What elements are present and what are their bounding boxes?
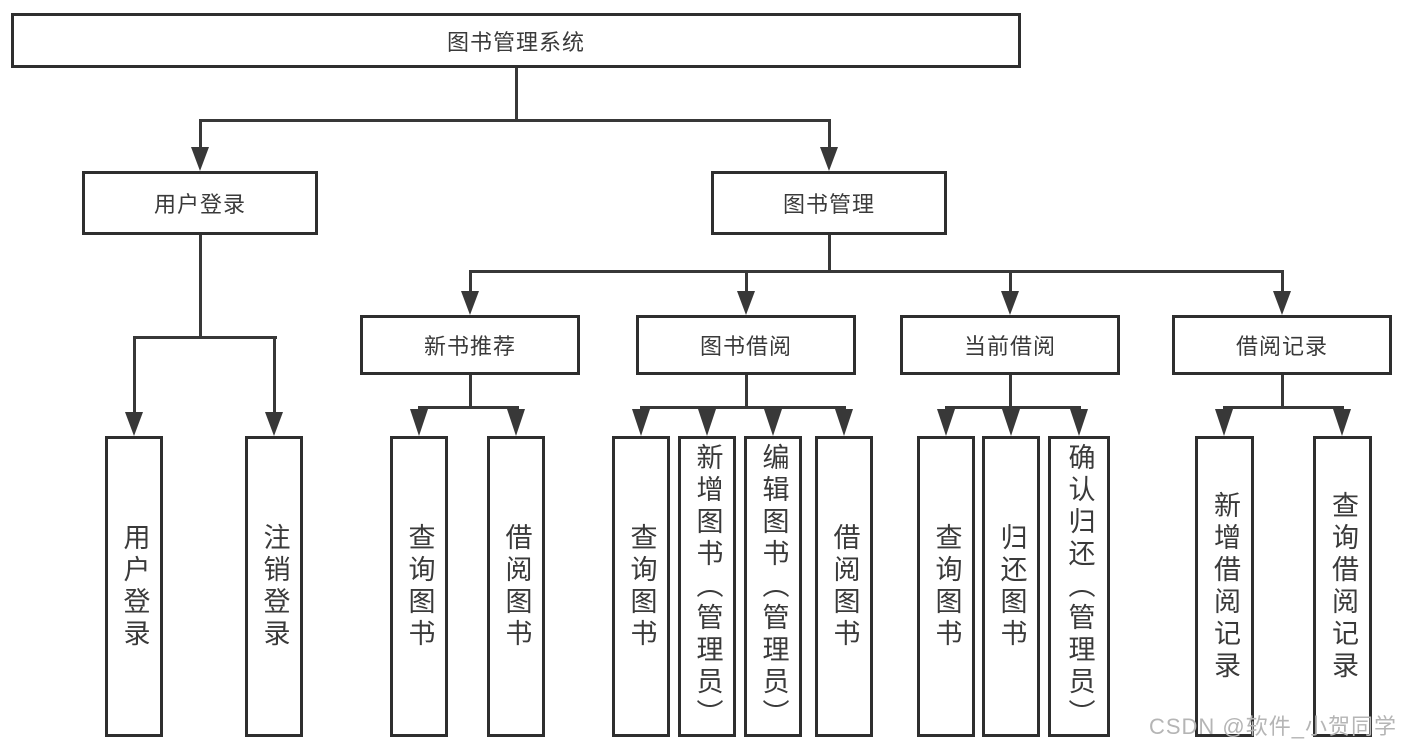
leaf-label: 新增借阅记录 (1210, 490, 1240, 683)
leaf-label: 归还图书 (996, 522, 1027, 651)
arrowhead-icon (125, 412, 143, 436)
leaf-search-books-borrowing: 查询图书 (612, 436, 670, 737)
connector-line (1223, 406, 1344, 409)
connector-line (199, 235, 202, 339)
leaf-logout: 注销登录 (245, 436, 303, 737)
leaf-label: 用户登录 (119, 522, 150, 651)
node-label: 当前借阅 (963, 334, 1056, 359)
leaf-search-books-recommend: 查询图书 (390, 436, 448, 737)
leaf-label: 借阅图书 (501, 522, 532, 651)
connector-line (199, 119, 831, 122)
node-library-management-system: 图书管理系统 (11, 13, 1021, 68)
node-book-borrowing: 图书借阅 (636, 315, 856, 375)
leaf-add-book-admin: 新增图书（管理员） (678, 436, 736, 737)
connector-line (418, 406, 519, 409)
leaf-label: 注销登录 (259, 522, 290, 651)
connector-line (1281, 270, 1284, 294)
leaf-confirm-return-admin: 确认归还（管理员） (1048, 436, 1110, 737)
node-label: 新书推荐 (423, 334, 516, 359)
leaf-label: 查询图书 (404, 522, 435, 651)
watermark: CSDN @软件_小贺同学 (1148, 714, 1397, 739)
node-label: 图书借阅 (699, 334, 792, 359)
leaf-borrow-books-recommend: 借阅图书 (487, 436, 545, 737)
leaf-edit-book-admin: 编辑图书（管理员） (744, 436, 802, 737)
connector-line (745, 270, 748, 294)
leaf-return-books: 归还图书 (982, 436, 1040, 737)
arrowhead-icon (461, 291, 479, 315)
connector-line (469, 270, 1284, 273)
arrowhead-icon (764, 409, 782, 436)
leaf-user-login: 用户登录 (105, 436, 163, 737)
connector-line (828, 235, 831, 273)
leaf-label: 查询借阅记录 (1328, 490, 1358, 683)
arrowhead-icon (410, 409, 428, 436)
node-user-login: 用户登录 (82, 171, 318, 235)
arrowhead-icon (1002, 409, 1020, 436)
arrowhead-icon (265, 412, 283, 436)
connector-line (945, 406, 1081, 409)
connector-line (273, 336, 276, 415)
leaf-label: 编辑图书（管理员） (758, 442, 789, 731)
arrowhead-icon (835, 409, 853, 436)
node-book-management: 图书管理 (711, 171, 947, 235)
arrowhead-icon (698, 409, 716, 436)
arrowhead-icon (191, 147, 209, 171)
node-current-borrowing: 当前借阅 (900, 315, 1120, 375)
leaf-add-borrow-record: 新增借阅记录 (1195, 436, 1254, 737)
leaf-borrow-books-borrowing: 借阅图书 (815, 436, 873, 737)
leaf-search-books-current: 查询图书 (917, 436, 975, 737)
leaf-label: 新增图书（管理员） (692, 442, 723, 731)
connector-line (133, 336, 136, 415)
connector-line (1009, 375, 1012, 408)
node-borrowing-records: 借阅记录 (1172, 315, 1392, 375)
arrowhead-icon (1001, 291, 1019, 315)
connector-line (469, 270, 472, 294)
arrowhead-icon (820, 147, 838, 171)
connector-line (640, 406, 846, 409)
arrowhead-icon (1215, 409, 1233, 436)
connector-line (1281, 375, 1284, 408)
connector-line (515, 68, 518, 121)
node-new-book-recommendation: 新书推荐 (360, 315, 580, 375)
node-label: 用户登录 (153, 192, 246, 217)
connector-line (469, 375, 472, 408)
node-label: 图书管理 (782, 192, 875, 217)
node-label: 借阅记录 (1235, 334, 1328, 359)
connector-line (199, 119, 202, 150)
arrowhead-icon (1070, 409, 1088, 436)
arrowhead-icon (737, 291, 755, 315)
arrowhead-icon (632, 409, 650, 436)
leaf-search-borrow-record: 查询借阅记录 (1313, 436, 1372, 737)
connector-line (133, 336, 277, 339)
leaf-label: 借阅图书 (829, 522, 860, 651)
leaf-label: 查询图书 (626, 522, 657, 651)
arrowhead-icon (937, 409, 955, 436)
arrowhead-icon (1273, 291, 1291, 315)
connector-line (1009, 270, 1012, 294)
leaf-label: 确认归还（管理员） (1064, 442, 1095, 731)
arrowhead-icon (507, 409, 525, 436)
connector-line (745, 375, 748, 408)
leaf-label: 查询图书 (931, 522, 962, 651)
connector-line (828, 119, 831, 150)
node-label: 图书管理系统 (446, 29, 585, 55)
arrowhead-icon (1333, 409, 1351, 436)
